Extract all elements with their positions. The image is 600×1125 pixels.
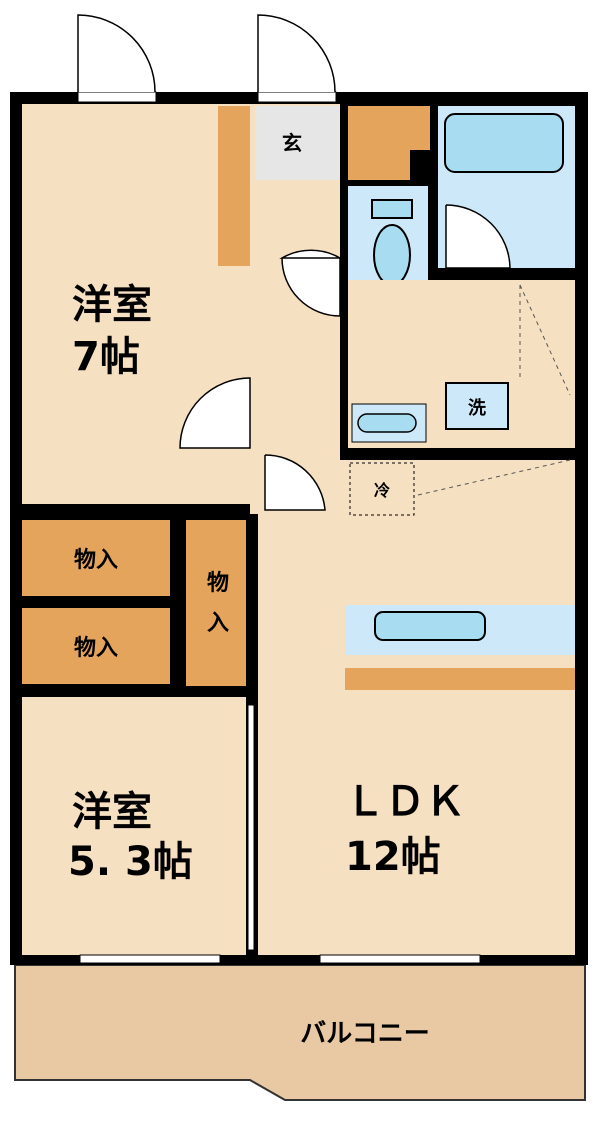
western-room-5 — [22, 697, 246, 955]
fridge-lines — [417, 459, 571, 496]
fridge-space — [349, 462, 415, 516]
entrance-tile — [255, 106, 340, 180]
western-room-7-size: 7帖 — [72, 334, 140, 380]
closet-3-label-bottom: 入 — [207, 611, 229, 636]
sliding-door-ldk — [247, 704, 255, 951]
wall-closet-divider — [22, 596, 172, 608]
kitchen-sink — [374, 611, 486, 641]
washer-space — [445, 382, 509, 430]
laundry-label: 洗 — [468, 397, 486, 419]
western-room-7-name: 洋室 — [72, 282, 152, 328]
door-swing-entrance — [257, 14, 336, 93]
closet-hall-left — [218, 106, 250, 266]
door-swing-bath — [445, 204, 511, 269]
balcony-window-2 — [319, 954, 481, 964]
closet-1 — [22, 520, 170, 596]
closet-3-label-top: 物 — [207, 570, 229, 596]
bathtub — [444, 113, 564, 173]
closet-2-label: 物入 — [74, 635, 118, 661]
toilet-bowl — [373, 224, 411, 286]
door-swing-room — [77, 14, 156, 93]
western-room-5-name: 洋室 — [72, 789, 152, 835]
closet-3 — [186, 520, 246, 686]
wall-wash-ldk — [340, 448, 575, 460]
ldk-name: ＬＤＫ — [345, 779, 465, 825]
kitchen-cabinet — [345, 668, 575, 690]
closet-1-label: 物入 — [74, 547, 118, 573]
door-swing-western — [179, 377, 251, 449]
ldk-room — [258, 460, 575, 955]
toilet-tank — [371, 199, 413, 219]
balcony-window-1 — [79, 954, 221, 964]
balcony-label: バルコニー — [300, 1019, 429, 1049]
closet-hall-right — [348, 106, 430, 180]
entrance-label: 玄 — [282, 131, 302, 155]
ldk-size: 12帖 — [345, 834, 441, 880]
room-window — [77, 91, 157, 103]
fridge-label: 冷 — [374, 481, 390, 500]
door-swing-ldk — [264, 454, 326, 511]
closet-2 — [22, 608, 170, 684]
entrance-opening — [257, 91, 337, 103]
door-swing-toilet — [279, 249, 341, 317]
sink-basin — [357, 413, 417, 433]
western-room-5-size: 5. 3帖 — [68, 839, 193, 885]
